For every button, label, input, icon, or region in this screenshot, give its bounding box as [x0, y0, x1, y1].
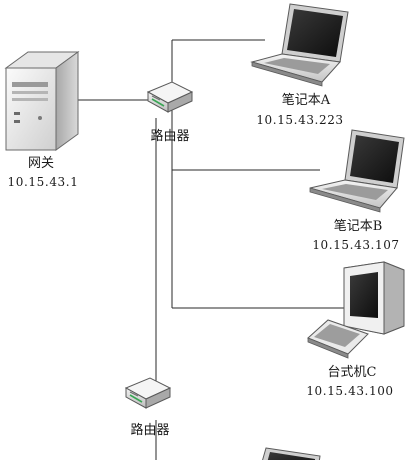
- server-icon: [4, 51, 80, 151]
- gateway-name: 网关: [28, 156, 54, 171]
- laptop-a-ip: 10.15.43.223: [256, 113, 343, 127]
- laptop-icon: [261, 447, 321, 465]
- laptop-b-ip: 10.15.43.107: [312, 238, 399, 252]
- router-node-2: 路由器: [124, 377, 172, 438]
- desktop-c-node: 台式机C 10.15.43.100: [306, 261, 405, 398]
- router-icon: [146, 81, 194, 113]
- laptop-partial-node: [261, 447, 321, 465]
- router-icon: [124, 377, 172, 409]
- laptop-b-name: 笔记本B: [334, 218, 383, 234]
- gateway-ip: 10.15.43.1: [8, 175, 79, 189]
- desktop-c-name: 台式机C: [328, 365, 377, 380]
- laptop-icon: [250, 3, 349, 87]
- desktop-icon: [307, 261, 405, 359]
- router-1-name: 路由器: [150, 128, 189, 144]
- laptop-icon: [309, 129, 405, 213]
- laptop-b-node: 笔记本B 10.15.43.107: [309, 129, 405, 252]
- router-node-1: 路由器: [146, 81, 194, 144]
- laptop-a-node: 笔记本A 10.15.43.223: [250, 3, 349, 127]
- gateway-node: 网关 10.15.43.1: [4, 51, 80, 189]
- desktop-c-ip: 10.15.43.100: [306, 384, 393, 398]
- router-2-name: 路由器: [130, 422, 169, 438]
- laptop-a-name: 笔记本A: [282, 92, 331, 108]
